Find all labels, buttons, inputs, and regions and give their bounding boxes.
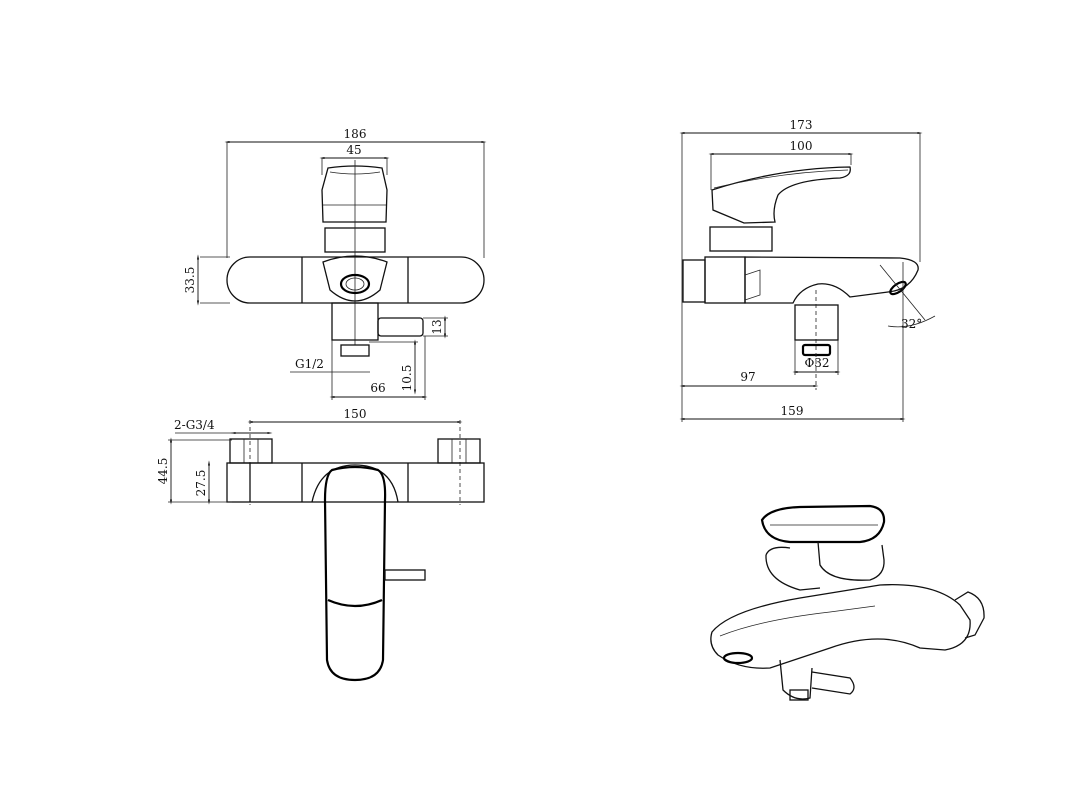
body-top [226,462,485,682]
handle-front [321,165,388,253]
dim-label-150: 150 [344,407,367,421]
front-view: 186 45 33.5 13 G1 [183,127,487,400]
dim-label-10.5: 10.5 [400,365,414,392]
dim-label-27.5: 27.5 [194,470,208,497]
dim-label-phi32: Φ32 [804,356,829,370]
dim-label-97: 97 [740,370,755,384]
dim-label-66: 66 [370,381,385,395]
isometric-view [710,504,985,701]
dim-label-2-g3-4: 2-G3/4 [174,418,215,432]
dim-label-13: 13 [430,319,444,334]
body-side [682,256,919,357]
dim-label-g1-2: G1/2 [295,357,324,371]
handle-side [709,166,851,252]
dim-label-159: 159 [781,404,804,418]
dim-label-33.5: 33.5 [183,267,197,294]
dim-label-32-deg: 32° [901,317,922,331]
dim-label-44.5: 44.5 [156,458,170,485]
dim-label-45: 45 [346,143,361,157]
body-front [226,255,485,357]
dim-label-173: 173 [790,118,813,132]
dim-label-100: 100 [790,139,813,153]
inlet-nuts [229,438,481,464]
side-view: 173 100 32° Φ32 97 159 [679,118,936,422]
top-view: 150 2-G3/4 44.5 27.5 [156,407,485,682]
dim-label-186: 186 [344,127,367,141]
